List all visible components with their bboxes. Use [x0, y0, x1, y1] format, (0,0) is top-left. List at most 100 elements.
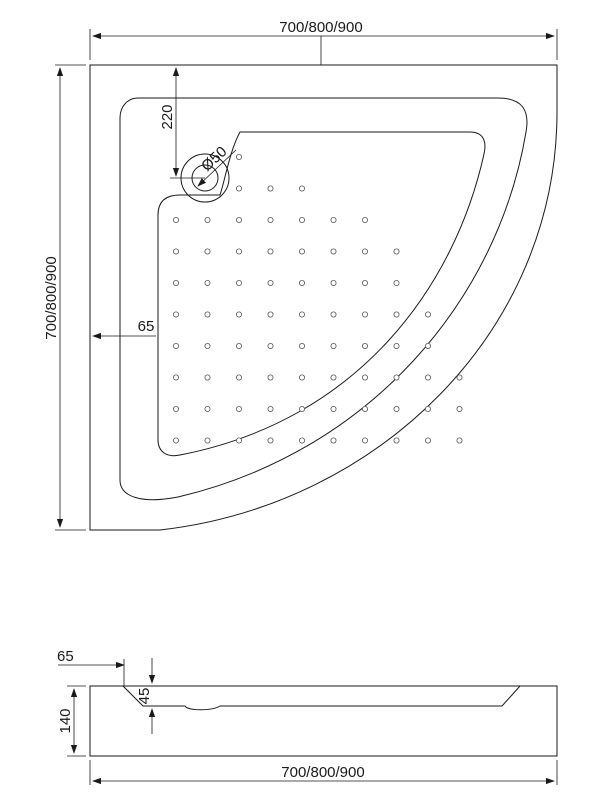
anti-slip-dot [267, 216, 274, 223]
anti-slip-dot [235, 279, 242, 286]
anti-slip-dot-grid [172, 153, 463, 444]
anti-slip-dot [298, 248, 305, 255]
anti-slip-dot [172, 216, 179, 223]
anti-slip-dot [393, 405, 400, 412]
tray-outer-outline [89, 64, 558, 531]
anti-slip-dot [298, 437, 305, 444]
anti-slip-dot [267, 405, 274, 412]
anti-slip-dot [393, 437, 400, 444]
drain-diameter-label: Ø50 [198, 143, 230, 175]
anti-slip-dot [298, 342, 305, 349]
tray-side-outline [89, 685, 558, 757]
anti-slip-dot [361, 311, 368, 318]
anti-slip-dot [267, 342, 274, 349]
side-width-label: 700/800/900 [281, 764, 364, 781]
anti-slip-dot [267, 279, 274, 286]
anti-slip-dot [172, 405, 179, 412]
top-width-label: 700/800/900 [279, 19, 362, 36]
anti-slip-dot [361, 374, 368, 381]
anti-slip-dot [204, 342, 211, 349]
anti-slip-dot [330, 437, 337, 444]
anti-slip-dot [235, 342, 242, 349]
anti-slip-dot [330, 342, 337, 349]
anti-slip-dot [393, 311, 400, 318]
side-view: 65 45 140 700/800/900 [57, 648, 558, 785]
anti-slip-dot [361, 342, 368, 349]
anti-slip-dot [298, 405, 305, 412]
top-view: Ø50 700/800/900 700/800/900 220 65 [43, 19, 558, 531]
anti-slip-dot [204, 311, 211, 318]
anti-slip-dot [204, 437, 211, 444]
anti-slip-dot [204, 216, 211, 223]
anti-slip-dot [172, 342, 179, 349]
anti-slip-dot [393, 374, 400, 381]
anti-slip-dot [172, 437, 179, 444]
side-rim-width-dimension: 65 [57, 648, 125, 686]
anti-slip-dot [172, 374, 179, 381]
side-rim-width-label: 65 [57, 648, 74, 665]
anti-slip-dot [204, 248, 211, 255]
anti-slip-dot [424, 437, 431, 444]
anti-slip-dot [361, 279, 368, 286]
drain-offset-dimension: 220 [159, 67, 205, 179]
basin-profile [122, 685, 521, 711]
anti-slip-dot [361, 405, 368, 412]
anti-slip-dot [361, 248, 368, 255]
anti-slip-dot [267, 248, 274, 255]
side-depth-dimension: 45 [136, 658, 156, 734]
tray-rim-contour [119, 97, 528, 501]
anti-slip-dot [424, 405, 431, 412]
anti-slip-dot [424, 311, 431, 318]
anti-slip-dot [298, 216, 305, 223]
anti-slip-dot [330, 374, 337, 381]
anti-slip-dot [424, 342, 431, 349]
anti-slip-dot [235, 185, 242, 192]
anti-slip-dot [172, 311, 179, 318]
anti-slip-dot [424, 374, 431, 381]
anti-slip-dot [456, 374, 463, 381]
anti-slip-dot [330, 248, 337, 255]
anti-slip-dot [393, 342, 400, 349]
top-height-label: 700/800/900 [43, 256, 60, 339]
drain-diameter-leader [197, 149, 237, 187]
anti-slip-dot [267, 311, 274, 318]
tray-basin-contour [157, 131, 486, 457]
side-depth-label: 45 [136, 688, 153, 705]
rim-width-label: 65 [138, 318, 155, 335]
drain-offset-label: 220 [159, 104, 176, 129]
anti-slip-dot [361, 216, 368, 223]
anti-slip-dot [330, 279, 337, 286]
anti-slip-dot [330, 216, 337, 223]
side-width-dimension: 700/800/900 [89, 760, 558, 785]
anti-slip-dot [393, 279, 400, 286]
anti-slip-dot [235, 374, 242, 381]
top-width-dimension: 700/800/900 [89, 19, 558, 65]
side-height-label: 140 [57, 708, 74, 733]
anti-slip-dot [204, 405, 211, 412]
drain: Ø50 [180, 143, 237, 203]
anti-slip-dot [330, 311, 337, 318]
anti-slip-dot [172, 279, 179, 286]
anti-slip-dot [235, 311, 242, 318]
anti-slip-dot [267, 374, 274, 381]
anti-slip-dot [393, 248, 400, 255]
anti-slip-dot [235, 216, 242, 223]
anti-slip-dot [298, 311, 305, 318]
anti-slip-dot [235, 153, 242, 160]
rim-width-dimension: 65 [92, 318, 156, 340]
anti-slip-dot [172, 248, 179, 255]
anti-slip-dot [330, 405, 337, 412]
anti-slip-dot [235, 248, 242, 255]
side-height-dimension: 140 [57, 685, 86, 757]
anti-slip-dot [204, 279, 211, 286]
anti-slip-dot [235, 405, 242, 412]
top-height-dimension: 700/800/900 [43, 64, 86, 531]
anti-slip-dot [204, 374, 211, 381]
anti-slip-dot [235, 437, 242, 444]
anti-slip-dot [298, 374, 305, 381]
anti-slip-dot [267, 185, 274, 192]
anti-slip-dot [298, 279, 305, 286]
anti-slip-dot [267, 437, 274, 444]
anti-slip-dot [298, 185, 305, 192]
